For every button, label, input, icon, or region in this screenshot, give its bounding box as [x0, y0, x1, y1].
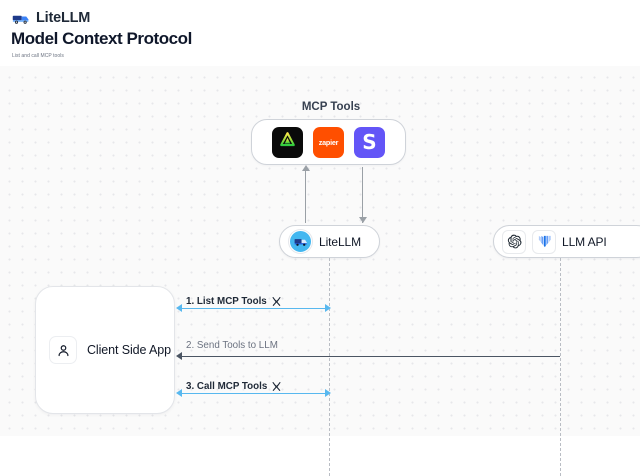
node-llm-api-label: LLM API — [562, 234, 607, 249]
tool-tile-anthropic[interactable] — [272, 126, 303, 158]
diagram-canvas: MCP Tools — [0, 66, 640, 476]
mcp-diagram-page: LiteLLM Model Context Protocol List and … — [0, 8, 640, 476]
arrow-litellm-to-mcp-line — [305, 167, 306, 223]
node-client-side-app-label: Client Side App — [87, 343, 171, 357]
mcp-tools-label: MCP Tools — [301, 101, 361, 113]
message-label-call-mcp-tools-text: 3. Call MCP Tools — [186, 381, 268, 392]
node-llm-api[interactable]: LLM API — [493, 225, 640, 258]
message-label-call-mcp-tools: 3. Call MCP Tools — [186, 381, 282, 392]
mcp-tools-box[interactable]: zapier S — [251, 119, 406, 165]
brand: LiteLLM — [12, 8, 90, 28]
brand-name: LiteLLM — [36, 10, 91, 26]
tools-icon — [271, 296, 282, 307]
tools-icon — [271, 381, 282, 392]
node-litellm[interactable]: LiteLLM — [279, 225, 380, 258]
zapier-wordmark-icon: zapier — [318, 137, 339, 147]
lifeline-litellm — [329, 258, 330, 476]
litellm-truck-logo-icon — [12, 11, 30, 25]
message-line-send-tools-to-llm — [179, 356, 560, 357]
openai-icon — [502, 229, 526, 254]
arrow-litellm-to-mcp-head — [301, 165, 310, 171]
slack-s-icon: S — [362, 130, 377, 154]
message-label-list-mcp-tools-text: 1. List MCP Tools — [186, 296, 267, 307]
arrow-mcp-to-litellm-head — [358, 217, 367, 223]
tool-tile-slack[interactable]: S — [354, 126, 385, 158]
message-line-list-mcp-tools — [179, 308, 329, 309]
message-label-send-tools-to-llm-text: 2. Send Tools to LLM — [186, 340, 278, 351]
green-triangle-icon — [278, 130, 297, 154]
node-litellm-label: LiteLLM — [319, 234, 361, 249]
litellm-avatar-icon — [289, 230, 312, 253]
arrow-mcp-to-litellm-line — [362, 167, 363, 223]
message-arrowhead-right-call-mcp-tools — [325, 389, 331, 397]
lifeline-llm-api — [560, 258, 561, 476]
vertex-ai-icon — [532, 229, 556, 254]
page-title: Model Context Protocol — [11, 29, 192, 48]
message-line-call-mcp-tools — [179, 393, 329, 394]
page-subtitle: List and call MCP tools — [12, 53, 64, 59]
message-arrowhead-left-call-mcp-tools — [176, 389, 182, 397]
message-arrowhead-left-list-mcp-tools — [176, 304, 182, 312]
person-icon — [49, 336, 77, 364]
tool-tile-zapier[interactable]: zapier — [313, 126, 344, 158]
message-label-list-mcp-tools: 1. List MCP Tools — [186, 296, 282, 307]
message-label-send-tools-to-llm: 2. Send Tools to LLM — [186, 340, 278, 351]
message-arrowhead-right-list-mcp-tools — [325, 304, 331, 312]
message-arrowhead-left-send-tools-to-llm — [176, 352, 182, 360]
node-client-side-app[interactable]: Client Side App — [35, 286, 175, 414]
